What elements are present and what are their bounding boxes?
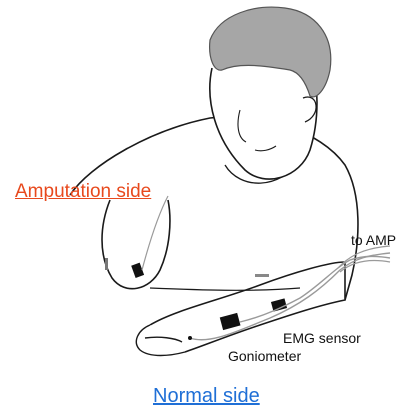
amputation-side-label: Amputation side <box>15 182 151 201</box>
upper-arm-electrode <box>255 274 269 277</box>
normal-side-label: Normal side <box>153 386 260 406</box>
goniometer-end <box>188 336 192 340</box>
cable-bundle <box>338 246 390 272</box>
stump-electrode <box>105 258 108 270</box>
goniometer-label: Goniometer <box>228 349 301 363</box>
emg-sensor-label: EMG sensor <box>283 331 361 345</box>
to-amp-label: to AMP <box>351 233 396 247</box>
